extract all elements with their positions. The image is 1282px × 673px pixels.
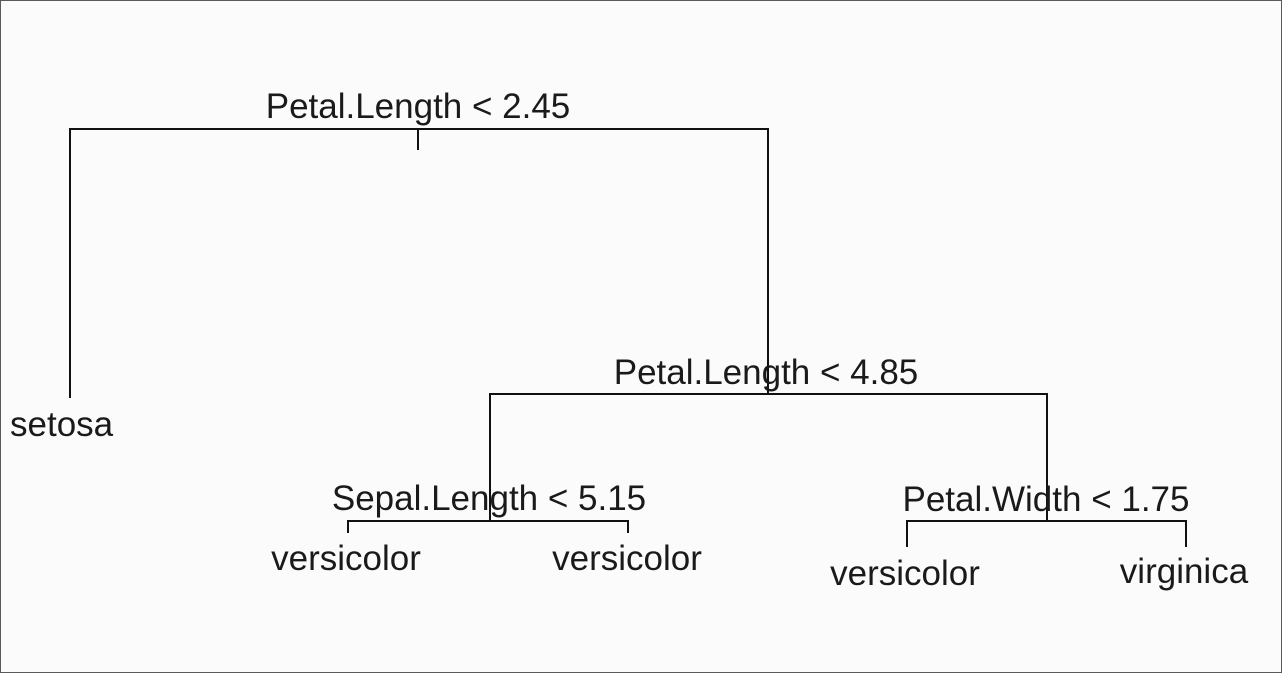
split-label-root: Petal.Length < 2.45 (266, 87, 571, 126)
leaf-label-versicolor-3: versicolor (830, 554, 980, 593)
split-label-sepal-length-5-15: Sepal.Length < 5.15 (332, 479, 646, 518)
split-label-petal-length-4-85: Petal.Length < 4.85 (614, 353, 919, 392)
split-node-petal-width-1-75: Petal.Width < 1.75 (903, 480, 1190, 547)
leaf-label-setosa: setosa (10, 405, 114, 444)
split-node-root: Petal.Length < 2.45 (69, 87, 769, 398)
split-label-petal-width-1-75: Petal.Width < 1.75 (903, 480, 1190, 519)
leaf-label-versicolor-1: versicolor (271, 539, 421, 578)
leaf-label-virginica: virginica (1120, 552, 1249, 591)
leaf-label-versicolor-2: versicolor (552, 539, 702, 578)
split-node-sepal-length-5-15: Sepal.Length < 5.15 (332, 479, 646, 533)
split-node-petal-length-4-85: Petal.Length < 4.85 (489, 353, 1048, 522)
